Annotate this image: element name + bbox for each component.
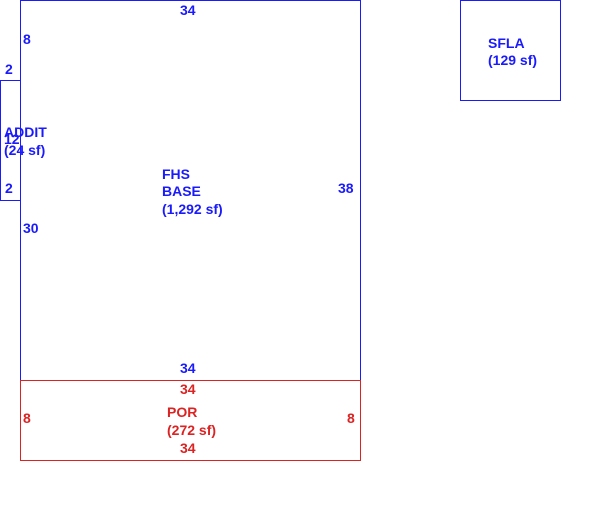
main-dim-bottom: 34 [180,360,196,376]
main-area: (1,292 sf) [162,201,223,217]
porch-dim-right: 8 [347,410,355,426]
addition-name: ADDIT [4,124,47,140]
sfla-name: SFLA [488,35,525,51]
porch-name: POR [167,404,197,420]
porch-area: (272 sf) [167,422,216,438]
addition-dim-top: 2 [5,61,13,77]
porch-dim-left: 8 [23,410,31,426]
main-dim-left-lower: 30 [23,220,39,236]
main-name-line2: BASE [162,183,201,199]
porch-outline [20,380,361,461]
addition-outline [0,80,21,201]
sfla-area: (129 sf) [488,52,537,68]
addition-dim-middle: 12 [4,131,20,147]
porch-dim-bottom: 34 [180,440,196,456]
addition-area: (24 sf) [4,142,45,158]
porch-dim-top: 34 [180,381,196,397]
main-dim-right: 38 [338,180,354,196]
main-dim-top: 34 [180,2,196,18]
sfla-outline [460,0,561,101]
main-name-line1: FHS [162,166,190,182]
addition-dim-bottom: 2 [5,180,13,196]
main-dim-left-upper: 8 [23,31,31,47]
